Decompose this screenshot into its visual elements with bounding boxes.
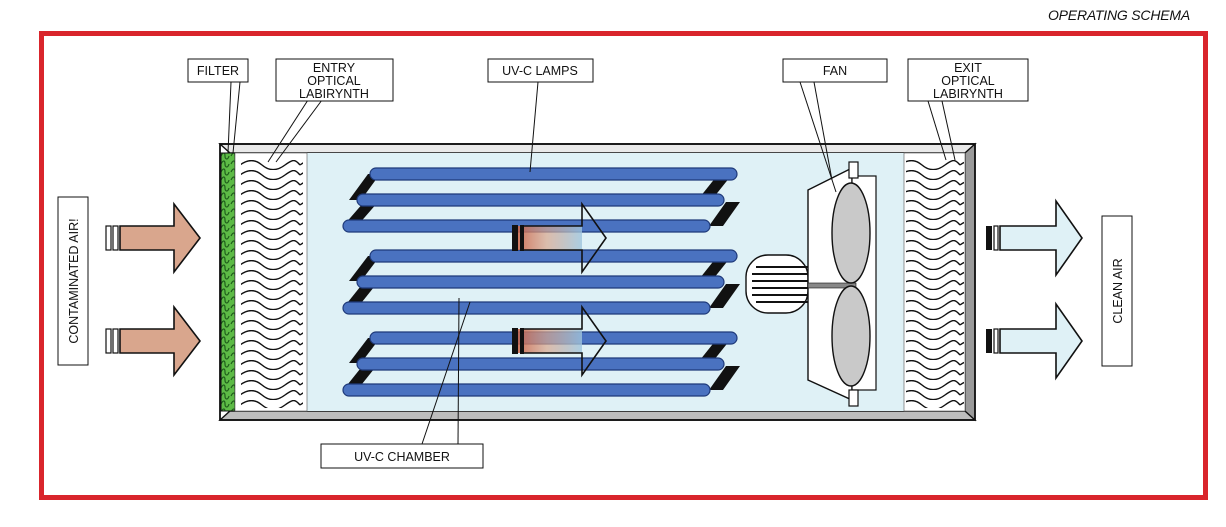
exit-optical-labyrinth <box>903 152 966 412</box>
contaminated-air-arrow <box>105 304 202 378</box>
diagram-frame <box>39 31 1208 500</box>
svg-text:ENTRY: ENTRY <box>313 61 356 75</box>
entry-labyrinth-label: ENTRY OPTICAL LABIRYNTH <box>275 58 394 102</box>
contaminated-air-label: CONTAMINATED AIR! <box>57 196 89 366</box>
entry-optical-labyrinth <box>234 152 308 412</box>
svg-text:CONTAMINATED AIR!: CONTAMINATED AIR! <box>67 218 81 343</box>
page-title: OPERATING SCHEMA <box>1047 7 1190 23</box>
svg-text:FAN: FAN <box>823 64 847 78</box>
uvc-lamp-coil <box>342 249 740 315</box>
air-flow-beam <box>512 304 607 378</box>
svg-text:EXIT: EXIT <box>954 61 982 75</box>
svg-text:FILTER: FILTER <box>197 64 239 78</box>
svg-text:OPTICAL: OPTICAL <box>307 74 361 88</box>
leader-lines <box>227 81 956 445</box>
filter <box>220 152 236 412</box>
clean-air-label: CLEAN AIR <box>1101 215 1133 367</box>
air-flow-beam <box>512 201 607 275</box>
uvc-lamp-coil <box>342 167 740 233</box>
svg-text:CLEAN AIR: CLEAN AIR <box>1111 258 1125 323</box>
uvc-chamber-label: UV-C CHAMBER <box>320 443 484 469</box>
uvc-lamps <box>342 167 740 397</box>
fan <box>745 161 877 407</box>
svg-text:UV-C LAMPS: UV-C LAMPS <box>502 64 578 78</box>
uvc-lamps-label: UV-C LAMPS <box>487 58 594 83</box>
fan-label: FAN <box>782 58 888 83</box>
clean-air-arrow <box>986 198 1083 278</box>
contaminated-air-arrow <box>105 201 202 275</box>
exit-labyrinth-label: EXIT OPTICAL LABIRYNTH <box>907 58 1029 102</box>
svg-text:LABIRYNTH: LABIRYNTH <box>299 87 369 101</box>
svg-text:OPTICAL: OPTICAL <box>941 74 995 88</box>
clean-air-arrow <box>986 301 1083 381</box>
svg-text:UV-C CHAMBER: UV-C CHAMBER <box>354 450 450 464</box>
svg-text:LABIRYNTH: LABIRYNTH <box>933 87 1003 101</box>
filter-label: FILTER <box>187 58 249 83</box>
